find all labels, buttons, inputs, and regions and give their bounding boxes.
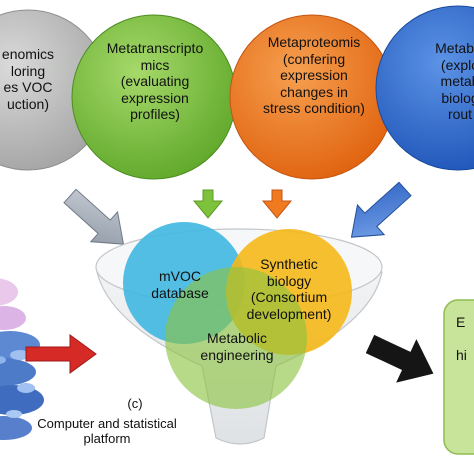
grey-arrow [63, 188, 125, 245]
orange-arrow [261, 189, 293, 219]
metabolomics-circle [375, 5, 474, 171]
platform-letter: (c) [127, 396, 143, 411]
platform-caption: Computer and statistical platform [37, 416, 177, 447]
blue-arrow [350, 181, 412, 238]
result-box-text: E hi [456, 314, 467, 364]
black-arrow [365, 334, 434, 383]
mvoc-database-label: mVOC database [151, 268, 209, 301]
green-arrow [192, 189, 224, 219]
metaproteomics-label: Metaproteomis (confering expression chan… [263, 34, 365, 117]
red-arrow [25, 334, 97, 374]
result-box [443, 299, 474, 455]
metatranscriptomics-label: Metatranscripto mics (evaluating express… [106, 40, 204, 123]
genomics-label: enomics loring es VOC uction) [1, 46, 55, 112]
metabolic-engineering-circle [165, 267, 307, 409]
synthetic-biology-label: Synthetic biology (Consortium developmen… [246, 256, 332, 322]
metabolic-engineering-label: Metabolic engineering [200, 330, 274, 363]
microbial-cells-image [0, 278, 44, 440]
